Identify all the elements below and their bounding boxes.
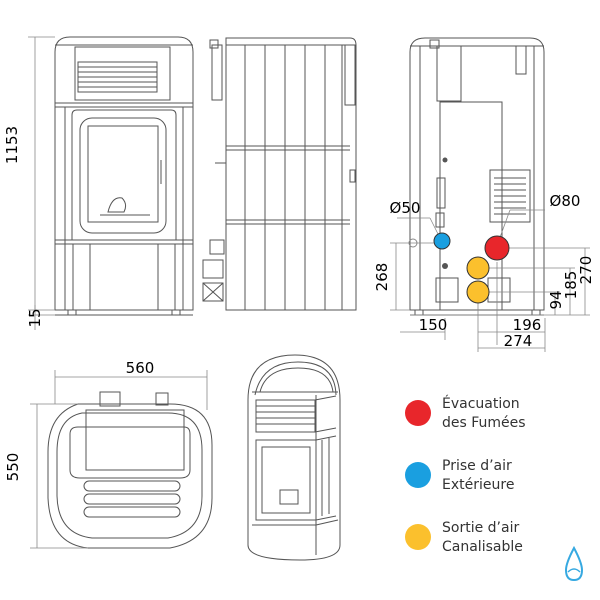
smoke-dot	[405, 400, 431, 426]
back-height-94-label: 94	[547, 290, 565, 309]
connector-legend: Évacuation des Fumées Prise d’air Extéri…	[400, 392, 590, 578]
top-width-label: 560	[126, 359, 155, 377]
front-base-label: 15	[26, 308, 44, 327]
back-width-274-label: 274	[504, 332, 533, 350]
side-view	[202, 37, 357, 311]
water-drop-logo-icon	[564, 545, 584, 582]
air-outlet-connector-lower	[466, 280, 490, 304]
legend-item-smoke: Évacuation des Fumées	[400, 392, 590, 454]
front-view	[54, 36, 194, 316]
legend-smoke-line1: Évacuation	[442, 396, 520, 412]
back-width-196-label: 196	[513, 316, 542, 334]
legend-item-air-outlet: Sortie d’air Canalisable	[400, 516, 590, 578]
back-diameter-left-label: Ø50	[390, 199, 421, 217]
back-height-270-label: 270	[577, 256, 595, 285]
air-outlet-dot	[405, 524, 431, 550]
legend-air-intake-line2: Extérieure	[442, 477, 515, 493]
air-intake-connector	[433, 232, 451, 250]
back-height-185-label: 185	[562, 271, 580, 300]
legend-smoke-line2: des Fumées	[442, 415, 526, 431]
back-diameter-right-label: Ø80	[550, 192, 581, 210]
top-depth-label: 550	[4, 453, 22, 482]
front-height-label: 1153	[3, 126, 21, 164]
legend-item-air-intake: Prise d’air Extérieure	[400, 454, 590, 516]
top-view	[47, 391, 213, 549]
perspective-view	[247, 354, 341, 561]
air-intake-dot	[405, 462, 431, 488]
back-height-268-label: 268	[373, 263, 391, 292]
smoke-exhaust-connector	[484, 235, 510, 261]
legend-air-outlet-line1: Sortie d’air	[442, 520, 520, 536]
legend-air-outlet-line2: Canalisable	[442, 539, 523, 555]
back-width-150-label: 150	[419, 316, 448, 334]
legend-air-intake-line1: Prise d’air	[442, 458, 512, 474]
air-outlet-connector-upper	[466, 256, 490, 280]
